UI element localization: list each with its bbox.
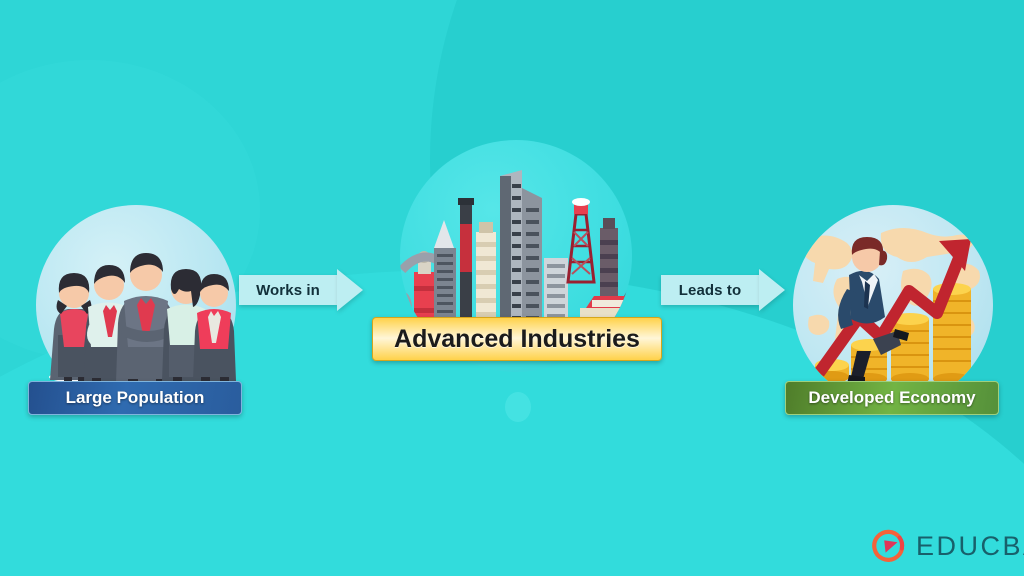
node-label-large-population[interactable]: Large Population bbox=[28, 381, 242, 415]
background-accent-dot bbox=[505, 392, 531, 422]
node-large-population[interactable]: Large Population bbox=[28, 205, 243, 420]
educba-circle-play-icon bbox=[872, 529, 905, 562]
arrow-body bbox=[239, 275, 337, 305]
arrow-head-icon bbox=[759, 269, 785, 311]
educba-wordmark: EDUCBA bbox=[916, 530, 1024, 561]
connector-leads-to[interactable]: Leads to bbox=[661, 269, 785, 311]
connector-works-in[interactable]: Works in bbox=[239, 269, 363, 311]
educba-logo[interactable]: EDUCBA bbox=[871, 528, 1024, 564]
node-developed-economy[interactable]: Developed Economy bbox=[785, 205, 1000, 420]
node-label-advanced-industries[interactable]: Advanced Industries bbox=[372, 317, 662, 361]
connector-label-works-in: Works in bbox=[256, 281, 320, 299]
node-advanced-industries[interactable]: Advanced Industries bbox=[372, 140, 662, 372]
arrow-body bbox=[661, 275, 759, 305]
node-label-developed-economy[interactable]: Developed Economy bbox=[785, 381, 999, 415]
connector-label-leads-to: Leads to bbox=[678, 281, 742, 299]
businessman-climbing-coin-stacks-illustration bbox=[793, 228, 980, 385]
arrow-head-icon bbox=[337, 269, 363, 311]
